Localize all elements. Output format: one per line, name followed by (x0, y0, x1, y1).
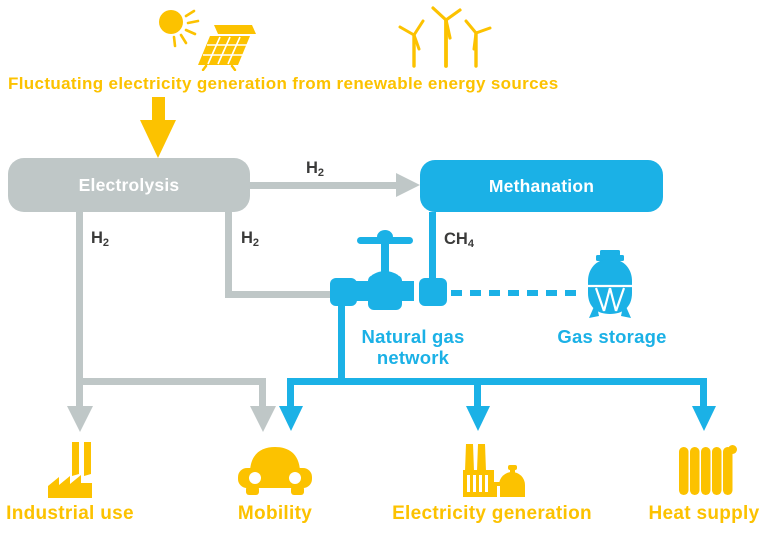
gas-storage-dashed-line (451, 290, 583, 296)
h2-network-label: H2 (241, 229, 260, 249)
h2-network-line-horizontal (225, 291, 335, 298)
electrolysis-box: Electrolysis (8, 158, 250, 212)
renewables-to-electrolysis-arrow-head (140, 120, 176, 158)
renewables-to-electrolysis-arrow-stem (152, 97, 165, 122)
electrolysis-label: Electrolysis (78, 174, 180, 195)
gray-mobility-stub (259, 378, 266, 408)
gas-tank-icon (586, 250, 634, 318)
electricity-arrow-head (466, 406, 490, 431)
gas-storage-label: Gas storage (557, 326, 667, 347)
ch4-label: CH4 (444, 230, 474, 250)
h2-to-methanation-arrow-head (396, 173, 420, 197)
diagram-title: Fluctuating electricity generation from … (8, 74, 559, 93)
mobility-blue-stub (287, 378, 294, 408)
solar-panel-icon (198, 25, 256, 71)
network-down-line (338, 303, 345, 385)
sun-icon (159, 9, 200, 48)
h2-industrial-line (76, 212, 83, 408)
electricity-stub (474, 383, 481, 408)
methanation-box: Methanation (420, 160, 663, 212)
mobility-blue-arrow-head (279, 406, 303, 431)
distribution-line (287, 378, 707, 385)
valve-icon (330, 230, 447, 310)
industrial-arrow-head (67, 406, 93, 432)
methanation-label: Methanation (488, 175, 595, 196)
heat-arrow-head (692, 406, 716, 431)
natural-gas-network-label: Natural gas network (361, 326, 465, 368)
electricity-generation-label: Electricity generation (392, 503, 592, 524)
mobility-gray-arrow-head (250, 406, 276, 432)
ch4-line (429, 212, 436, 285)
gray-branch-line (76, 378, 266, 385)
industrial-use-label: Industrial use (6, 503, 134, 524)
h2-to-methanation-line (250, 182, 398, 189)
h2-industrial-label: H2 (91, 229, 110, 249)
factory-icon (48, 442, 92, 498)
radiator-icon (679, 445, 737, 495)
wind-turbines-icon (398, 6, 492, 68)
heat-supply-label: Heat supply (648, 503, 760, 524)
mobility-label: Mobility (237, 503, 313, 524)
h2-network-line-vertical (225, 212, 232, 298)
heat-stub (700, 383, 707, 408)
car-icon (238, 447, 312, 495)
h2-to-methanation-label: H2 (306, 159, 325, 179)
power-plant-icon (463, 444, 525, 497)
